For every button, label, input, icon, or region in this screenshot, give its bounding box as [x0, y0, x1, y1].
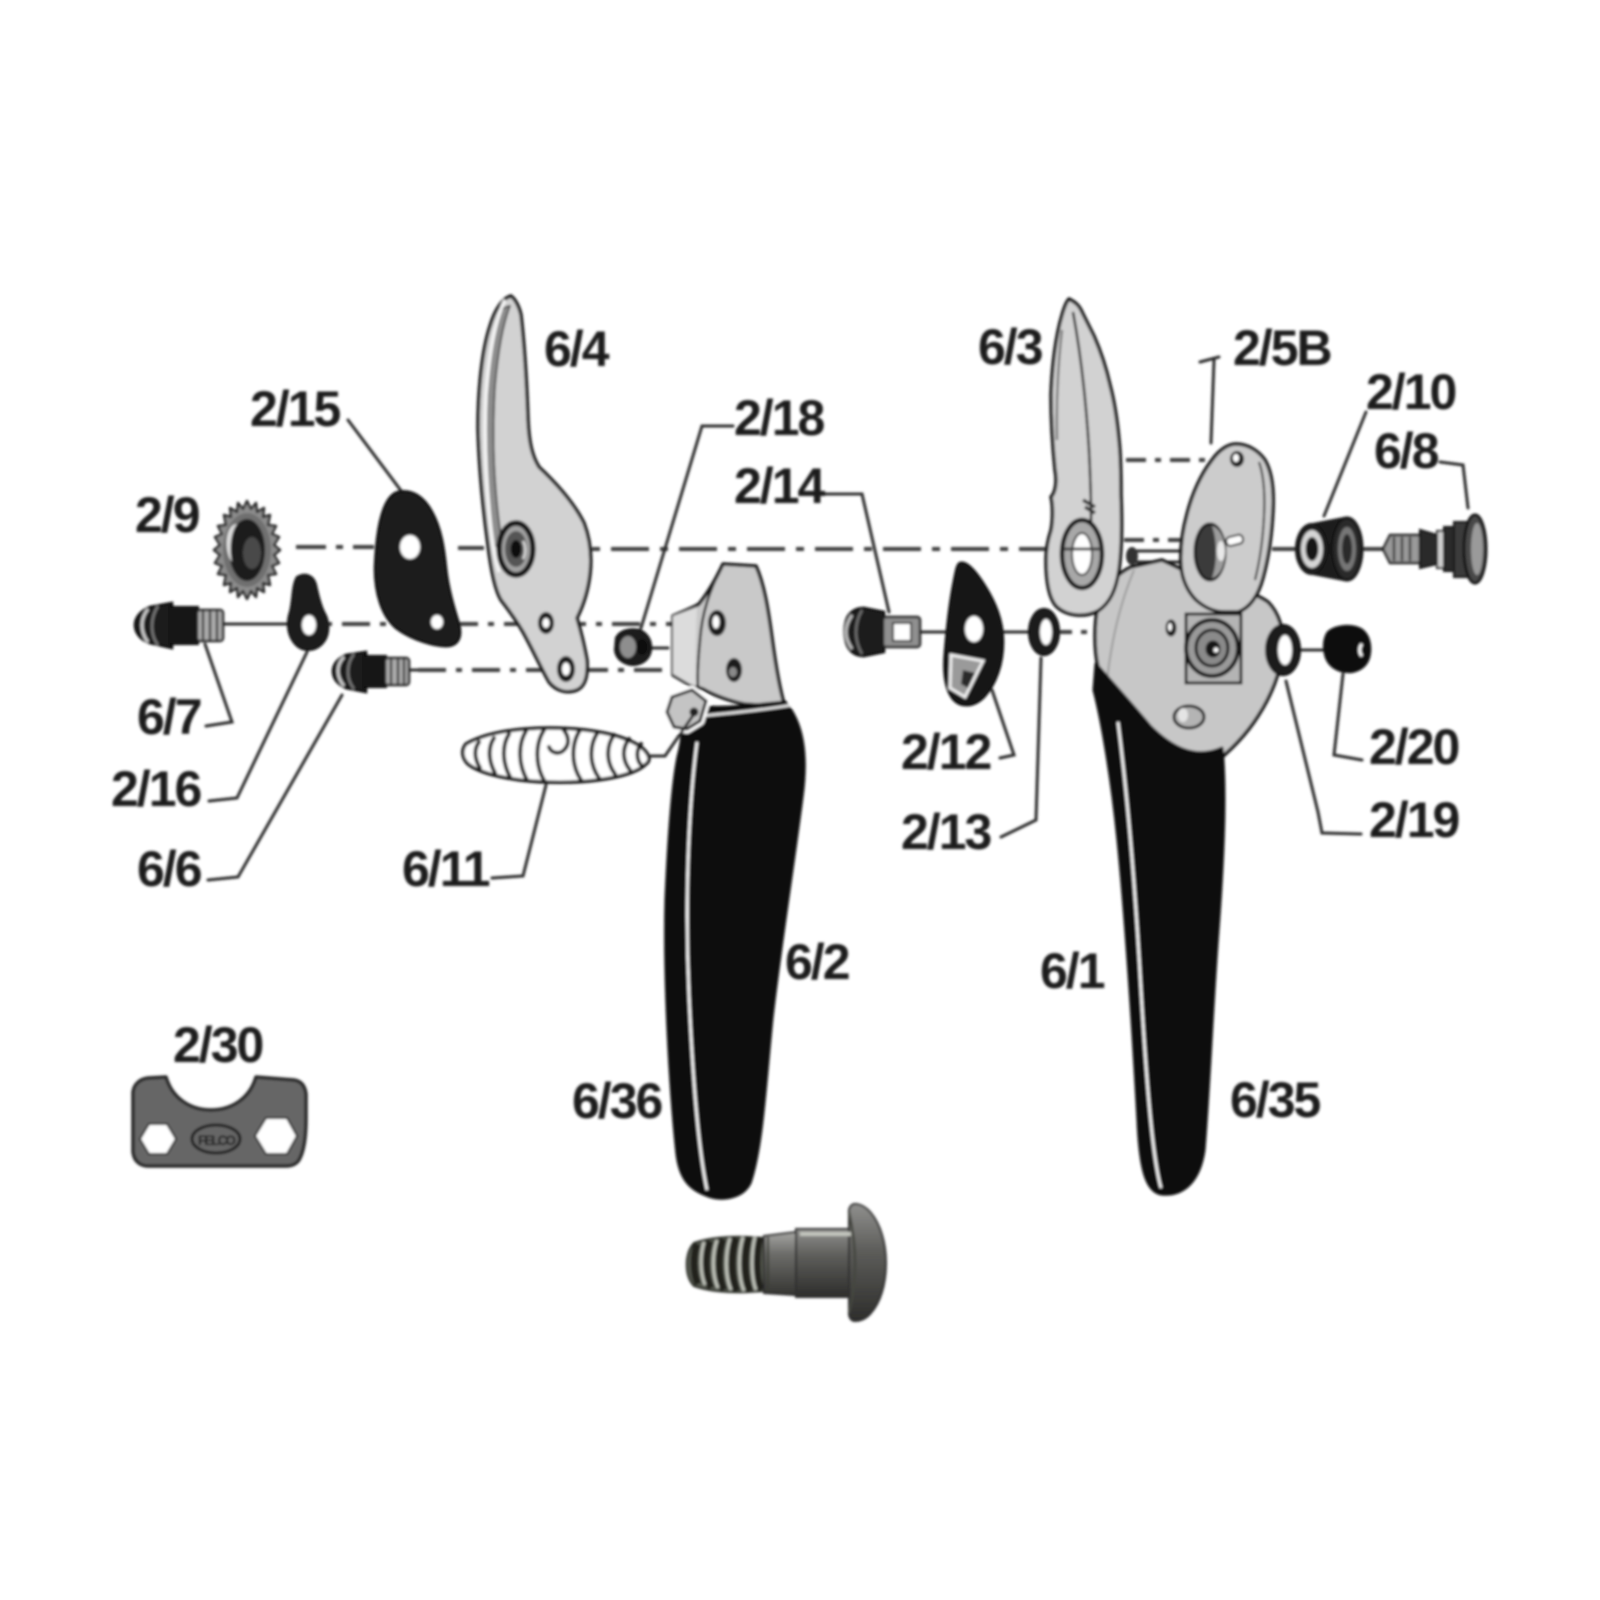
svg-text:6/4: 6/4 — [544, 321, 610, 377]
svg-text:FELCO: FELCO — [198, 1132, 236, 1148]
svg-text:6/1: 6/1 — [1040, 943, 1105, 999]
svg-text:2/30: 2/30 — [173, 1017, 263, 1073]
svg-text:6/35: 6/35 — [1230, 1072, 1321, 1128]
svg-text:2/20: 2/20 — [1369, 719, 1459, 775]
svg-text:6/2: 6/2 — [785, 934, 849, 990]
svg-text:6/6: 6/6 — [137, 841, 201, 897]
svg-text:6/8: 6/8 — [1374, 423, 1439, 479]
svg-text:6/3: 6/3 — [978, 319, 1042, 375]
svg-text:2/12: 2/12 — [901, 724, 991, 780]
svg-text:2/13: 2/13 — [901, 804, 991, 860]
svg-text:2/5B: 2/5B — [1233, 320, 1331, 376]
svg-text:2/10: 2/10 — [1366, 364, 1456, 420]
svg-text:2/15: 2/15 — [250, 381, 341, 437]
svg-text:6/36: 6/36 — [572, 1073, 662, 1129]
svg-text:2/19: 2/19 — [1369, 792, 1459, 848]
svg-text:2/9: 2/9 — [135, 487, 199, 543]
svg-text:6/11: 6/11 — [402, 841, 490, 897]
svg-text:2/16: 2/16 — [111, 761, 201, 817]
svg-text:2/18: 2/18 — [734, 390, 825, 446]
svg-text:6/7: 6/7 — [137, 689, 201, 745]
svg-text:2/14: 2/14 — [734, 458, 826, 514]
